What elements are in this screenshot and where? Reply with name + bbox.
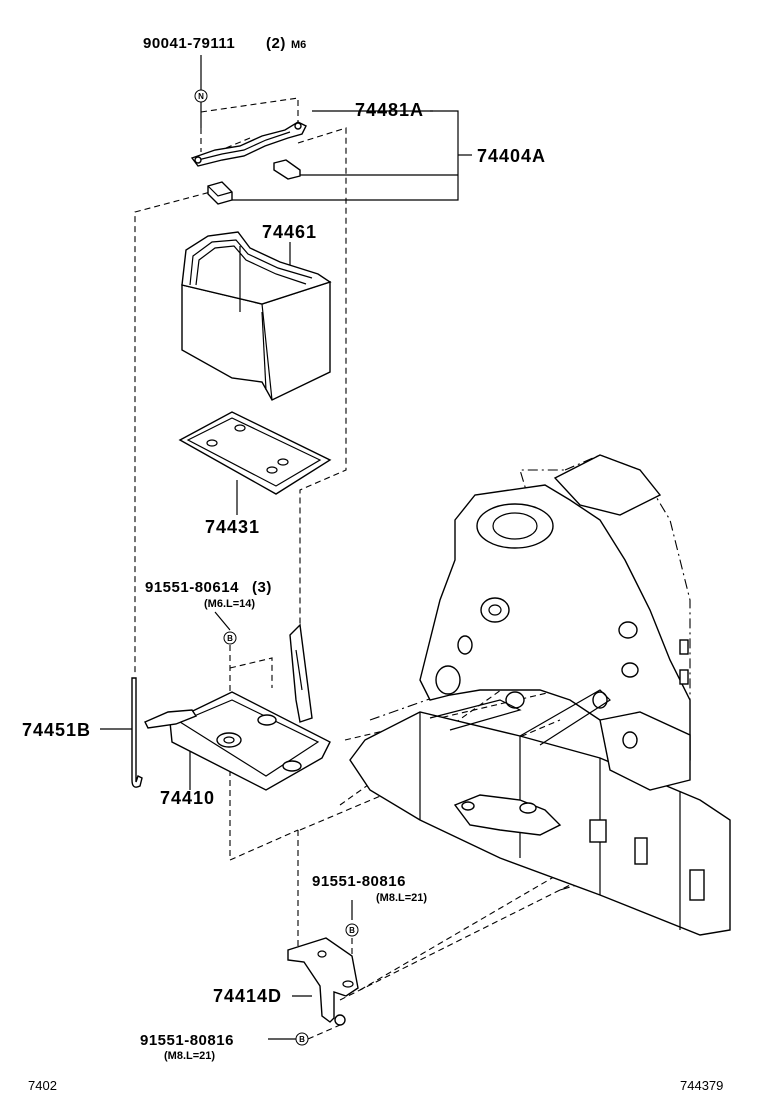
- clamp-number: 74481A: [355, 100, 424, 120]
- bolt-mid-spec: (M6.L=14): [204, 598, 255, 610]
- nut-symbol: N: [194, 89, 208, 103]
- svg-text:N: N: [198, 92, 204, 101]
- bolt-symbol-mid: B: [223, 631, 237, 645]
- svg-text:B: B: [227, 634, 233, 643]
- bolt-symbol-low: B: [345, 923, 359, 937]
- clamp-set-number: 74404A: [477, 146, 546, 166]
- tray-pad-number: 74431: [205, 517, 260, 537]
- clamp-block-right: [273, 159, 301, 180]
- bolt-bottom-spec: (M8.L=21): [164, 1050, 215, 1062]
- bolt-top-qty: (2): [266, 35, 286, 52]
- bolt-mid-qty: (3): [252, 579, 272, 596]
- svg-text:B: B: [299, 1035, 305, 1044]
- insulator-number: 74461: [262, 222, 317, 242]
- bracket-part: [287, 937, 359, 1026]
- illustration-number: 744379: [680, 1078, 723, 1093]
- bolt-bottom-number: 91551-80816: [140, 1032, 234, 1049]
- carrier-part: [144, 623, 331, 791]
- clamp-part: [190, 121, 307, 167]
- bolt-mid-number: 91551-80614: [145, 579, 239, 596]
- bolt-symbol-bottom: B: [295, 1032, 309, 1046]
- tray-pad-part: [178, 411, 332, 495]
- bolt-top-spec: M6: [291, 39, 306, 51]
- svg-text:B: B: [349, 926, 355, 935]
- bracket-number: 74414D: [213, 986, 282, 1006]
- hold-rod-part: [131, 677, 143, 788]
- figure-number: 7402: [28, 1078, 57, 1093]
- body-frame: [349, 454, 731, 936]
- carrier-number: 74410: [160, 788, 215, 808]
- hold-rod-number: 74451B: [22, 720, 91, 740]
- clamp-block-left: [207, 181, 233, 205]
- bolt-low-spec: (M8.L=21): [376, 892, 427, 904]
- bolt-low-number: 91551-80816: [312, 873, 406, 890]
- bolt-top-number: 90041-79111: [143, 35, 235, 52]
- insulator-part: [181, 231, 332, 401]
